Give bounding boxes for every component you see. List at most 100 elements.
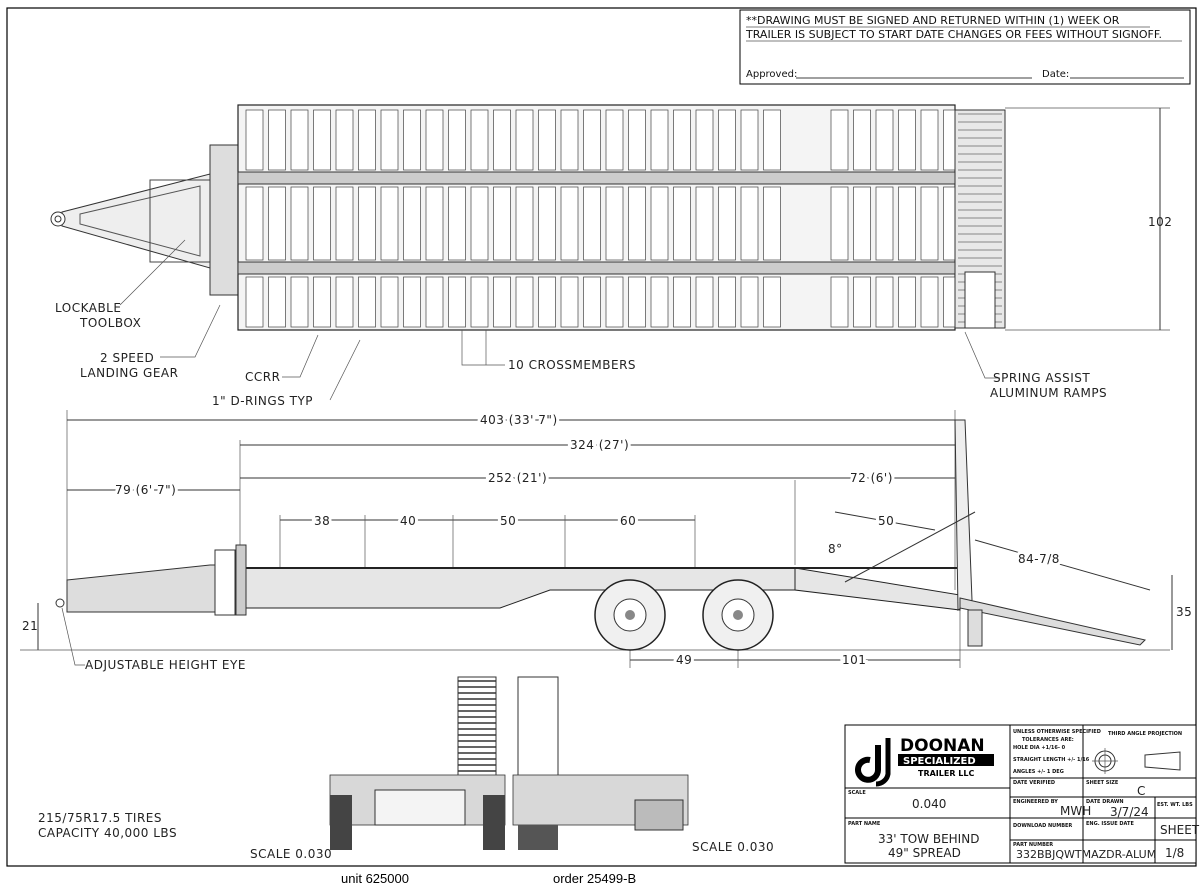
- ramps-label-1: SPRING ASSIST: [993, 371, 1090, 385]
- deck-slat: [583, 186, 601, 261]
- deck-slat: [470, 109, 489, 171]
- sheet-size-value: C: [1137, 784, 1145, 798]
- deck-slat: [830, 109, 849, 171]
- deck-slat: [718, 186, 736, 261]
- deck-slat: [313, 276, 331, 328]
- tie-spacing-3: 50: [500, 514, 516, 528]
- dovetail-angle: 8°: [828, 542, 843, 556]
- deck-slat: [763, 276, 781, 328]
- deck-slat: [313, 186, 331, 261]
- deck-slat: [560, 186, 579, 261]
- sheet-label: SHEET: [1160, 823, 1200, 837]
- deck-slat: [875, 186, 894, 261]
- deck-slat: [538, 186, 556, 261]
- deck-slat: [875, 109, 894, 171]
- deck-slat: [628, 109, 646, 171]
- deck-slat: [515, 109, 534, 171]
- scale-label: SCALE: [848, 790, 866, 796]
- deck-slat: [740, 109, 759, 171]
- deck-slat: [830, 276, 849, 328]
- tie-spacing-5: 50: [878, 514, 894, 528]
- deck-slat: [695, 186, 714, 261]
- engineered-by-value: MWH: [1060, 804, 1091, 818]
- scale-value: 0.040: [912, 797, 946, 811]
- signoff-notice: **DRAWING MUST BE SIGNED AND RETURNED WI…: [739, 9, 1191, 85]
- tie-spacing-2: 40: [400, 514, 416, 528]
- tongue-length-dim: 79 (6' 7"): [115, 483, 176, 497]
- notice-line-1: **DRAWING MUST BE SIGNED AND RETURNED WI…: [746, 14, 1120, 27]
- deck-slat: [920, 276, 939, 328]
- tie-spacing-4: 60: [620, 514, 636, 528]
- deck-slat: [380, 276, 399, 328]
- ccrr-label: CCRR: [245, 370, 280, 384]
- date-drawn-label: DATE DRAWN: [1086, 799, 1124, 805]
- unit-number: unit 625000: [341, 871, 409, 886]
- deck-slat: [673, 109, 691, 171]
- deck-slat: [245, 109, 264, 171]
- main-deck-dim: 252 (21'): [488, 471, 547, 485]
- deck-slat: [335, 109, 354, 171]
- tolerance-line-1: UNLESS OTHERWISE SPECIFIED: [1013, 729, 1101, 735]
- deck-slat: [425, 186, 444, 261]
- deck-slat: [493, 276, 511, 328]
- deck-slat: [695, 276, 714, 328]
- doonan-logo: DOONAN SPECIALIZED TRAILER LLC: [855, 736, 994, 787]
- deck-slat: [605, 276, 624, 328]
- deck-slat: [245, 276, 264, 328]
- deck-slat: [358, 276, 376, 328]
- rear-views: SCALE 0.030 SCALE 0.030: [250, 676, 774, 861]
- tolerance-line-4: STRAIGHT LENGTH +/- 1/16: [1013, 757, 1090, 763]
- deck-slat: [628, 276, 646, 328]
- capacity-spec: CAPACITY 40,000 LBS: [38, 826, 177, 840]
- part-number-label: PART NUMBER: [1013, 842, 1053, 848]
- deck-slat: [425, 276, 444, 328]
- deck-height-dim: 35: [1176, 605, 1192, 619]
- deck-slat: [673, 276, 691, 328]
- landing-gear-label-2: LANDING GEAR: [80, 366, 178, 380]
- deck-slat: [448, 186, 466, 261]
- deck-slat: [560, 276, 579, 328]
- deck-slat: [763, 109, 781, 171]
- deck-slat: [403, 109, 421, 171]
- deck-slat: [290, 186, 309, 261]
- deck-slat: [650, 186, 669, 261]
- crossmembers-label: 10 CROSSMEMBERS: [508, 358, 636, 372]
- deck-slat: [448, 276, 466, 328]
- overall-length-dim: 403 (33' 7"): [480, 413, 558, 427]
- toolbox-label-1: LOCKABLE: [55, 301, 121, 315]
- sheet-border: [6, 7, 1197, 867]
- deck-slat: [673, 186, 691, 261]
- deck-slat: [920, 109, 939, 171]
- tire-spec: 215/75R17.5 TIRES: [38, 811, 162, 825]
- tolerance-line-3: HOLE DIA +1/16- 0: [1013, 745, 1066, 751]
- deck-slat: [853, 186, 871, 261]
- top-view: 102 LOCKABLE TOOLBOX 2 SPEED LANDING GEA…: [50, 104, 1172, 408]
- order-number: order 25499-B: [553, 871, 637, 886]
- deck-slat: [403, 186, 421, 261]
- deck-slat: [718, 109, 736, 171]
- deck-slat: [470, 276, 489, 328]
- deck-slat: [493, 186, 511, 261]
- axle-spread-dim: 49: [676, 653, 692, 667]
- deck-length-dim: 324 (27'): [570, 438, 629, 452]
- title-block: DOONAN SPECIALIZED TRAILER LLC UNLESS OT…: [844, 724, 1200, 864]
- side-view: 403 (33' 7") 324 (27') 79 (6' 7") 252 (2…: [20, 410, 1192, 672]
- deck-slat: [628, 186, 646, 261]
- deck-slat: [740, 276, 759, 328]
- deck-slat: [268, 109, 286, 171]
- deck-slat: [268, 276, 286, 328]
- deck-slat: [470, 186, 489, 261]
- date-drawn-value: 3/7/24: [1110, 805, 1149, 819]
- deck-slat: [380, 186, 399, 261]
- deck-slat: [583, 109, 601, 171]
- deck-slat: [268, 186, 286, 261]
- deck-slat: [290, 109, 309, 171]
- tolerance-line-2: TOLERANCES ARE:: [1022, 737, 1074, 743]
- deck-slat: [718, 276, 736, 328]
- eye-height-dim: 21: [22, 619, 38, 633]
- deck-slat: [740, 186, 759, 261]
- deck-slat: [830, 186, 849, 261]
- engineered-by-label: ENGINEERED BY: [1013, 799, 1058, 805]
- deck-slat: [605, 186, 624, 261]
